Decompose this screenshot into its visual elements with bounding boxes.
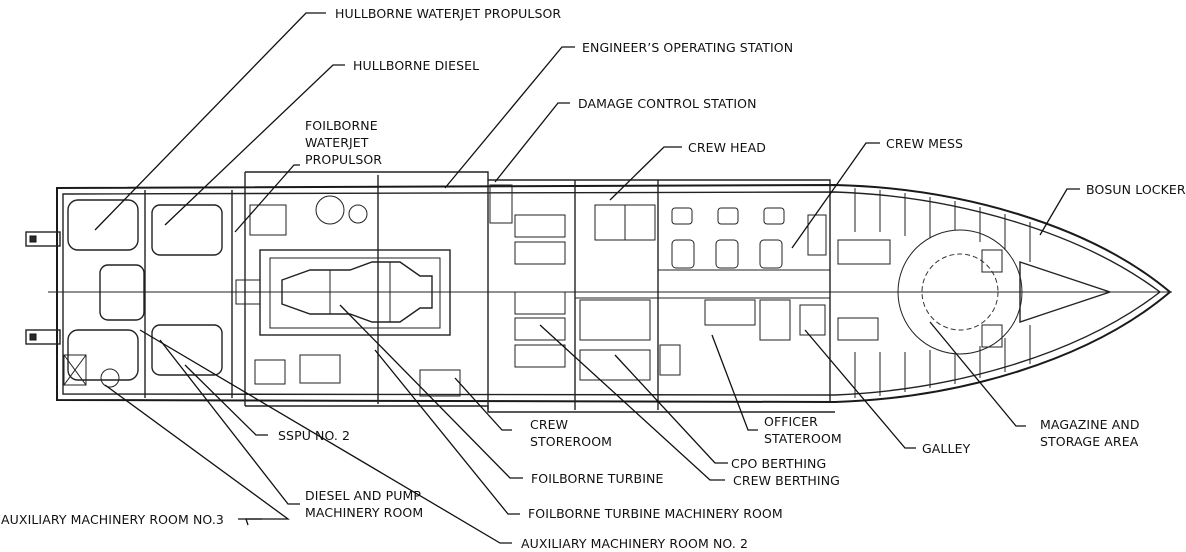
label-magazine-line1: MAGAZINE AND xyxy=(1040,417,1140,432)
label-damage-control: DAMAGE CONTROL STATION xyxy=(578,96,757,111)
label-foilborne-turbine: FOILBORNE TURBINE xyxy=(531,471,664,486)
label-bosun-locker: BOSUN LOCKER xyxy=(1086,182,1186,197)
label-officer-stateroom: OFFICER STATEROOM xyxy=(764,413,842,447)
label-crew-storeroom-line1: CREW xyxy=(530,417,569,432)
label-foilborne-waterjet-line3: PROPULSOR xyxy=(305,152,383,167)
label-aux-room-3: AUXILIARY MACHINERY ROOM NO.3 xyxy=(1,512,224,527)
forward-compartments xyxy=(837,229,1120,355)
label-diesel-pump-room-line1: DIESEL AND PUMP xyxy=(305,488,421,503)
bow-frames xyxy=(854,188,1031,398)
centre-compartments xyxy=(489,184,656,381)
label-aux-room-2: AUXILIARY MACHINERY ROOM NO. 2 xyxy=(521,536,749,551)
label-foilborne-waterjet-line1: FOILBORNE xyxy=(305,118,378,133)
bulkheads xyxy=(144,175,831,410)
leader-lines xyxy=(94,12,1080,544)
label-hullborne-waterjet: HULLBORNE WATERJET PROPULSOR xyxy=(335,6,562,21)
label-officer-stateroom-line2: STATEROOM xyxy=(764,431,842,446)
label-galley: GALLEY xyxy=(922,441,971,456)
label-crew-storeroom-line2: STOREROOM xyxy=(530,434,613,449)
label-officer-stateroom-line1: OFFICER xyxy=(764,414,818,429)
hull-outline xyxy=(48,183,1172,404)
label-crew-head: CREW HEAD xyxy=(688,140,767,155)
crew-mess-tables xyxy=(659,207,827,376)
label-foilborne-turbine-room: FOILBORNE TURBINE MACHINERY ROOM xyxy=(528,506,783,521)
label-engineers-station: ENGINEER’S OPERATING STATION xyxy=(582,40,794,55)
label-crew-mess: CREW MESS xyxy=(886,136,964,151)
label-crew-berthing: CREW BERTHING xyxy=(733,473,840,488)
label-foilborne-waterjet: FOILBORNE WATERJET PROPULSOR xyxy=(305,117,382,168)
label-sspu: SSPU NO. 2 xyxy=(278,428,351,443)
label-foilborne-waterjet-line2: WATERJET xyxy=(305,135,369,150)
label-diesel-pump-room-line2: MACHINERY ROOM xyxy=(305,505,424,520)
turbine-room xyxy=(235,195,461,397)
label-hullborne-diesel: HULLBORNE DIESEL xyxy=(353,58,480,73)
label-magazine: MAGAZINE AND STORAGE AREA xyxy=(1040,416,1140,450)
label-diesel-pump-room: DIESEL AND PUMP MACHINERY ROOM xyxy=(305,487,423,521)
label-cpo-berthing: CPO BERTHING xyxy=(731,456,827,471)
aft-machinery xyxy=(25,199,223,388)
label-magazine-line2: STORAGE AREA xyxy=(1040,434,1139,449)
label-crew-storeroom: CREW STOREROOM xyxy=(530,416,612,450)
